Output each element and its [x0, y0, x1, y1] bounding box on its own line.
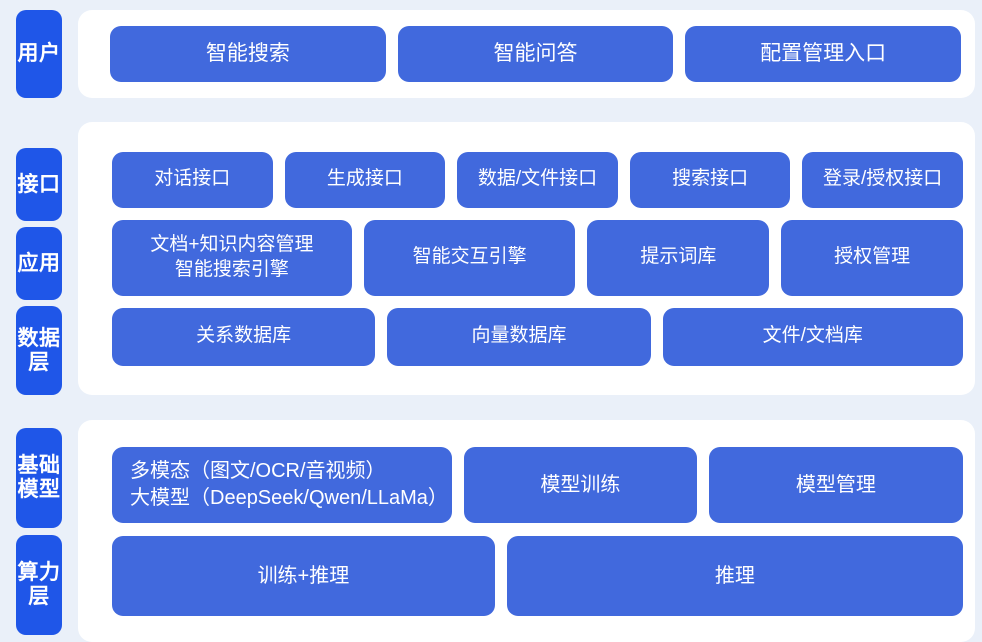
panel-user-layer: 智能搜索 智能问答 配置管理入口 — [78, 10, 975, 98]
tier-tab-foundation-model: 基础模型 — [16, 428, 62, 528]
tier-label-column-bottom: 基础模型 算力层 — [0, 420, 78, 642]
node-smart-qa[interactable]: 智能问答 — [397, 26, 674, 82]
node-smart-interaction-engine[interactable]: 智能交互引擎 — [363, 219, 576, 296]
node-smart-search[interactable]: 智能搜索 — [110, 26, 386, 82]
panel-middle-layers: 对话接口 生成接口 数据/文件接口 搜索接口 登录/授权接口 文档+知识内容管理… — [78, 122, 975, 395]
tier-label-column-user: 用户 — [0, 10, 78, 98]
section-user-layer: 用户 智能搜索 智能问答 配置管理入口 — [0, 10, 982, 98]
tier-tab-data-layer: 数据层 — [16, 306, 62, 395]
node-multimodal-large-model[interactable]: 多模态（图文/OCR/音视频） 大模型（DeepSeek/Qwen/LLaMa） — [112, 446, 453, 523]
row-application: 文档+知识内容管理 智能搜索引擎 智能交互引擎 提示词库 授权管理 — [112, 219, 963, 296]
tier-tab-compute-layer: 算力层 — [16, 535, 62, 635]
section-middle-layers: 接口 应用 数据层 对话接口 生成接口 数据/文件接口 搜索接口 登录/授权接口… — [0, 122, 982, 395]
node-document-knowledge-management[interactable]: 文档+知识内容管理 智能搜索引擎 — [112, 219, 352, 296]
section-foundation-layers: 基础模型 算力层 多模态（图文/OCR/音视频） 大模型（DeepSeek/Qw… — [0, 420, 982, 642]
node-training-inference[interactable]: 训练+推理 — [112, 535, 495, 616]
tier-tab-user: 用户 — [16, 10, 62, 98]
node-model-management[interactable]: 模型管理 — [708, 446, 963, 523]
node-login-auth-interface[interactable]: 登录/授权接口 — [802, 151, 963, 208]
node-file-document-store[interactable]: 文件/文档库 — [662, 307, 963, 366]
node-relational-database[interactable]: 关系数据库 — [112, 307, 376, 366]
node-inference[interactable]: 推理 — [506, 535, 963, 616]
row-foundation-model: 多模态（图文/OCR/音视频） 大模型（DeepSeek/Qwen/LLaMa）… — [112, 446, 963, 523]
node-prompt-library[interactable]: 提示词库 — [587, 219, 770, 296]
node-generation-interface[interactable]: 生成接口 — [284, 151, 446, 208]
node-authorization-management[interactable]: 授权管理 — [781, 219, 963, 296]
panel-foundation-layers: 多模态（图文/OCR/音视频） 大模型（DeepSeek/Qwen/LLaMa）… — [78, 420, 975, 642]
node-dialog-interface[interactable]: 对话接口 — [112, 151, 273, 208]
row-data-layer: 关系数据库 向量数据库 文件/文档库 — [112, 307, 963, 366]
row-compute-layer: 训练+推理 推理 — [112, 535, 963, 616]
tier-tab-interface: 接口 — [16, 148, 62, 222]
node-config-management-entry[interactable]: 配置管理入口 — [685, 26, 962, 82]
node-model-training[interactable]: 模型训练 — [464, 446, 697, 523]
node-search-interface[interactable]: 搜索接口 — [629, 151, 791, 208]
node-data-file-interface[interactable]: 数据/文件接口 — [457, 151, 618, 208]
tier-label-column-middle: 接口 应用 数据层 — [0, 122, 78, 395]
row-user-entries: 智能搜索 智能问答 配置管理入口 — [110, 26, 962, 82]
tier-tab-application: 应用 — [16, 227, 62, 301]
node-vector-database[interactable]: 向量数据库 — [387, 307, 651, 366]
row-interface: 对话接口 生成接口 数据/文件接口 搜索接口 登录/授权接口 — [112, 151, 963, 208]
